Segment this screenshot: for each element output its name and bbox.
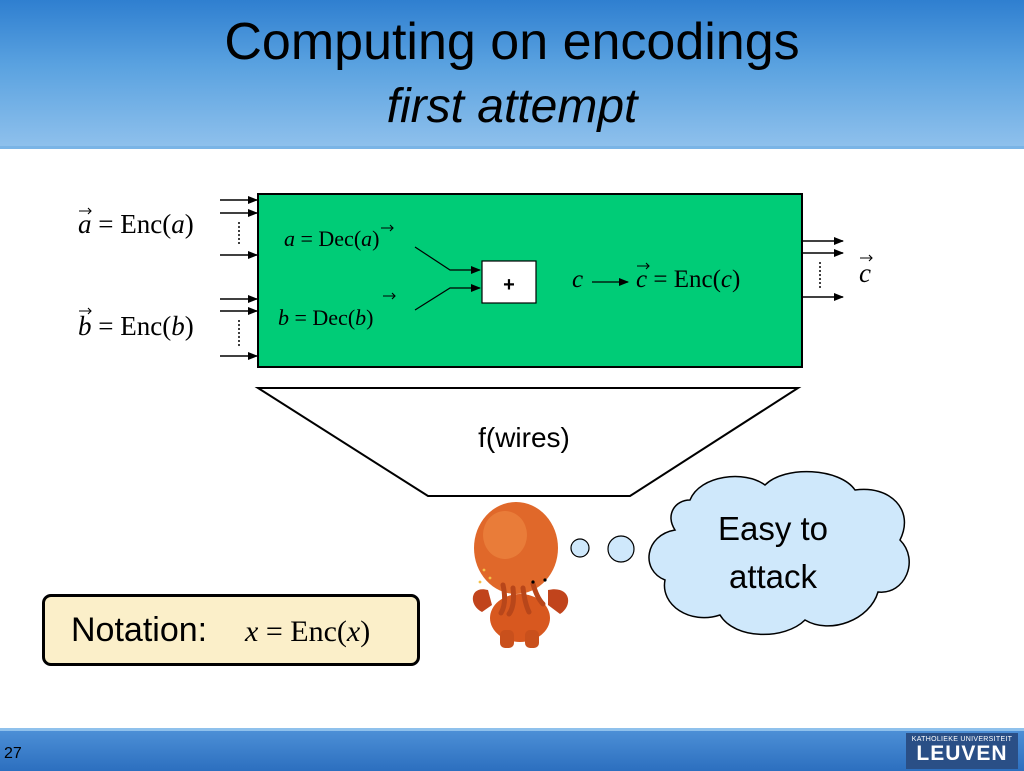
attacker-creature-icon — [472, 502, 569, 648]
thought-bubble-large — [607, 535, 635, 563]
university-logo: KATHOLIEKE UNIVERSITEIT LEUVEN — [906, 733, 1018, 769]
input-a-formula: a = Enc(a) — [78, 209, 194, 239]
adder-box — [481, 260, 537, 304]
thought-text-line2: attack — [729, 558, 818, 595]
dec-a-formula: a = Dec(a) — [284, 226, 380, 251]
logo-bottom-line: LEUVEN — [916, 742, 1008, 765]
footer-bar: 27 KATHOLIEKE UNIVERSITEIT LEUVEN — [0, 728, 1024, 771]
thought-bubble-medium — [570, 538, 590, 558]
input-b-formula: b = Enc(b) — [78, 311, 194, 341]
enc-c-formula: c = Enc(c) — [636, 266, 741, 293]
dec-a-connector — [414, 246, 481, 274]
function-label: f(wires) — [478, 422, 570, 453]
dec-b-connector — [414, 284, 481, 311]
slide-title: Computing on encodings — [224, 13, 800, 71]
notation-formula: x = Enc(x) — [245, 615, 371, 648]
output-c-label: c — [859, 258, 871, 288]
thought-text-line1: Easy to — [718, 510, 828, 547]
logo-top-line: KATHOLIEKE UNIVERSITEIT — [911, 736, 1013, 743]
title-bar-divider — [0, 146, 1024, 149]
notation-label: Notation: — [71, 611, 208, 649]
dec-b-formula: b = Dec(b) — [278, 305, 374, 330]
slide-subtitle: first attempt — [386, 80, 638, 133]
input-wires-a — [220, 196, 258, 259]
page-number: 27 — [4, 745, 22, 762]
adder-label: + — [503, 274, 515, 296]
output-wires-c — [803, 237, 844, 301]
input-wires-b — [220, 295, 258, 360]
function-trapezoid — [254, 387, 802, 497]
sum-label: c — [572, 266, 584, 293]
notation-box: Notation: x = Enc(x) — [42, 594, 420, 666]
thought-cloud — [648, 470, 910, 636]
title-bar — [0, 0, 1024, 146]
